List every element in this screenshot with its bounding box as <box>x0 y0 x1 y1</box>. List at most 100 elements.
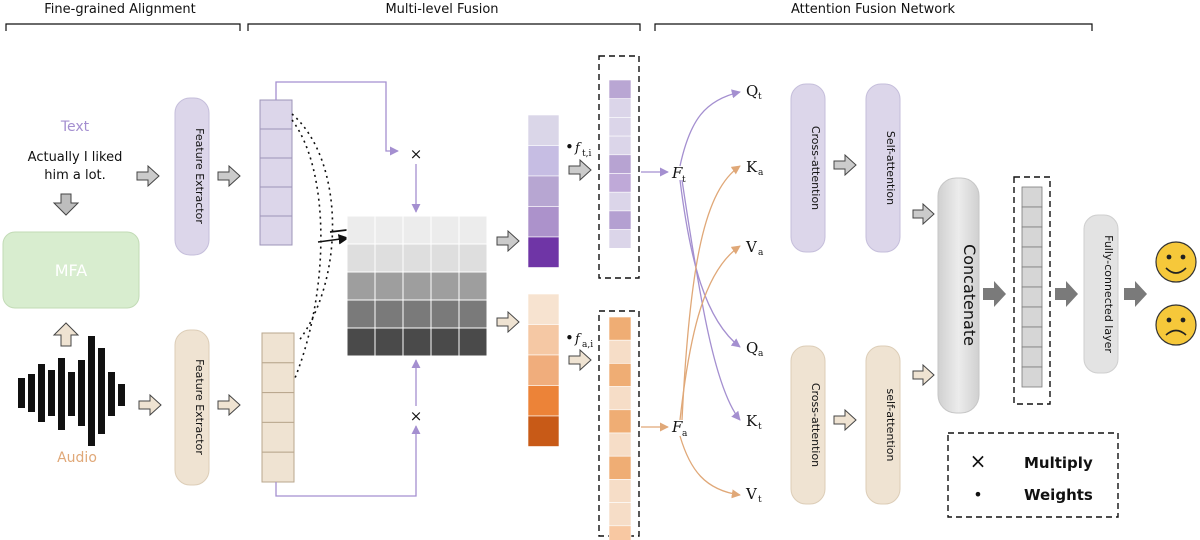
wt-text-cell-4 <box>527 236 560 268</box>
matrix-cell-3-3 <box>430 299 460 329</box>
wt-text-cell-2 <box>527 175 560 207</box>
qkv-sub-2: a <box>758 248 764 258</box>
matrix-cell-4-3 <box>430 327 460 357</box>
audio-cross-attention-block: Cross-attention <box>790 345 826 505</box>
audio-cross-attention-label: Cross-attention <box>809 383 822 467</box>
qkv-sub-1: a <box>758 168 764 178</box>
section-header-alignment: Fine-grained Alignment <box>5 2 241 31</box>
sad-face-icon <box>1155 304 1197 346</box>
fv-text-cell-1 <box>608 98 632 118</box>
text-cross-attention-block: Cross-attention <box>790 83 826 253</box>
multiply-symbol-bottom: × <box>410 407 423 425</box>
text-self-to-concat-arrow <box>912 202 935 226</box>
text-col-cell-0 <box>259 99 293 130</box>
matrix-cell-0-0 <box>346 215 376 245</box>
waveform-bar-3 <box>48 370 55 416</box>
audio-waveform-icon <box>18 336 125 446</box>
fa-main: f <box>574 332 582 347</box>
text-fused-vector-frame <box>598 55 640 279</box>
waveform-bar-7 <box>88 336 95 446</box>
matrix-input-arrow-2 <box>317 234 350 245</box>
text-col-cell-3 <box>259 186 293 217</box>
fv-audio-cell-3 <box>608 386 632 411</box>
fv-text-cell-5 <box>608 173 632 193</box>
legend-weights-label: Weights <box>1024 486 1093 504</box>
text-weighted-feature-label: • f t,i <box>565 138 591 159</box>
output-vector-cell-3 <box>1021 246 1043 268</box>
wt-text-cell-3 <box>527 206 560 238</box>
text-fused-vector <box>608 79 632 249</box>
audio-col-cell-0 <box>261 332 295 364</box>
waveform-bar-4 <box>58 358 65 430</box>
matrix-cell-1-2 <box>402 243 432 273</box>
fv-audio-cell-9 <box>608 525 632 540</box>
audio-feature-sequence <box>261 332 295 483</box>
Fa-to-Va-curve <box>679 245 741 421</box>
waveform-bar-6 <box>78 360 85 426</box>
section-bracket-alignment <box>5 23 241 31</box>
text-to-multiply-connector <box>275 81 399 156</box>
waveform-bar-5 <box>68 372 75 416</box>
fv-audio-cell-8 <box>608 502 632 527</box>
fv-audio-cell-0 <box>608 316 632 341</box>
matrix-cell-1-4 <box>458 243 488 273</box>
fv-audio-cell-2 <box>608 363 632 387</box>
audio-input-title: Audio <box>57 450 97 466</box>
qkv-connections <box>679 89 741 499</box>
legend-multiply-label: Multiply <box>1024 454 1093 472</box>
legend: × Multiply • Weights <box>947 432 1119 518</box>
audio-weights-out-arrow <box>568 348 592 372</box>
audio-extractor-out-arrow <box>217 393 241 417</box>
matrix-cell-4-2 <box>402 327 432 357</box>
text-feature-sequence <box>259 99 293 246</box>
mfa-box: MFA <box>2 231 140 309</box>
fa-sub: a,i <box>582 340 593 350</box>
wt-audio-cell-2 <box>527 354 560 386</box>
audio-col-cell-3 <box>261 421 295 453</box>
fv-audio-cell-1 <box>608 339 632 364</box>
qkv-sub-5: t <box>758 495 762 505</box>
text-col-cell-2 <box>259 157 293 188</box>
fv-text-cell-2 <box>608 117 632 137</box>
multiply-symbol-top: × <box>410 145 423 163</box>
audio-feature-extractor: Feature Extractor <box>174 329 210 486</box>
ft-main: f <box>574 141 582 156</box>
matrix-cell-3-1 <box>374 299 404 329</box>
happy-face-icon <box>1155 241 1197 283</box>
text-feature-extractor: Feature Extractor <box>174 97 210 256</box>
audio-col-cell-1 <box>261 362 295 394</box>
matrix-cell-2-0 <box>346 271 376 301</box>
matrix-cell-0-2 <box>402 215 432 245</box>
output-vector-frame <box>1013 176 1051 405</box>
waveform-bar-8 <box>98 348 105 434</box>
section-header-fusion: Multi-level Fusion <box>247 2 641 31</box>
Fa-sub: a <box>682 429 688 439</box>
text-self-attention-label: Self-attention <box>884 131 897 205</box>
fully-connected-label: Fully-connected layer <box>1102 235 1115 353</box>
Ft-to-Kt-curve <box>681 179 741 421</box>
text-to-mfa-arrow <box>52 193 80 216</box>
matrix-to-audio-weights-arrow <box>496 310 520 334</box>
vector-to-fc-arrow <box>1055 281 1078 307</box>
fully-connected-block: Fully-connected layer <box>1083 214 1119 374</box>
Ft-sub: t <box>682 175 686 185</box>
audio-self-attention-block: self-attention <box>865 345 901 505</box>
fv-audio-cell-5 <box>608 432 632 457</box>
output-vector-cell-8 <box>1021 346 1043 368</box>
audio-col-cell-4 <box>261 451 295 483</box>
audio-fused-vector <box>608 316 632 540</box>
section-title-alignment: Fine-grained Alignment <box>44 2 195 17</box>
qkv-label-kt: K <box>746 412 758 430</box>
matrix-cell-1-3 <box>430 243 460 273</box>
output-vector-cell-6 <box>1021 306 1043 328</box>
Ft-node: F t <box>671 164 686 185</box>
wt-audio-cell-0 <box>527 293 560 325</box>
alignment-dotted-curve-outer <box>291 113 334 343</box>
matrix-cell-0-4 <box>458 215 488 245</box>
wt-text-cell-0 <box>527 114 560 146</box>
section-bracket-attention <box>654 23 1093 31</box>
Ft-to-Qt-curve <box>679 89 741 167</box>
Ft-to-Qa-curve <box>679 179 741 348</box>
text-extractor-out-arrow <box>217 164 241 188</box>
